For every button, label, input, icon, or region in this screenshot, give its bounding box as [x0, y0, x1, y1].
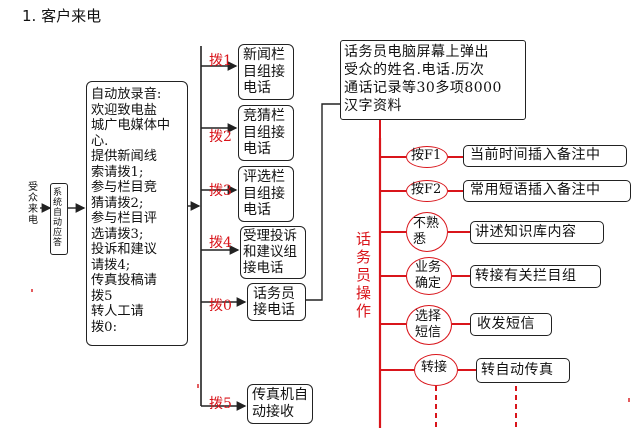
op-result-5: 收发短信 — [470, 313, 552, 336]
op-action-6-label: 转接 — [421, 360, 448, 375]
op-result-6: 转自动传真 — [476, 358, 570, 383]
op-result-1: 当前时间插入备注中 — [463, 145, 627, 167]
news-desk-label: 新闻栏 目组接 电话 — [243, 47, 285, 96]
op-result-4-label: 转接有关拦目组 — [475, 268, 577, 284]
op-result-1-label: 当前时间插入备注中 — [470, 147, 601, 163]
op-result-6-label: 转自动传真 — [481, 362, 554, 378]
op-result-3: 讲述知识库内容 — [470, 221, 604, 244]
vote-desk-label: 评选栏 目组接 电话 — [243, 169, 285, 218]
op-action-2: 按F2 — [406, 180, 448, 202]
op-action-5: 选择 短信 — [406, 305, 452, 345]
complaint-desk-box: 受理投诉 和建议组 接电话 — [240, 226, 306, 279]
fax-auto-receive-label: 传真机自 动接收 — [252, 387, 308, 420]
op-action-1-label: 按F1 — [411, 148, 442, 163]
screen-popup-text: 话务员电脑屏幕上弹出 受众的姓名.电话.历次 通话记录等30多项8000 汉字资… — [344, 44, 502, 114]
branch-key-5: 拨5 — [209, 396, 232, 412]
op-action-2-label: 按F2 — [411, 182, 442, 197]
complaint-desk-label: 受理投诉 和建议组 接电话 — [243, 228, 297, 276]
branch-key-3: 拨3 — [209, 183, 232, 199]
op-action-4-label: 业务 确定 — [415, 260, 442, 291]
op-result-2: 常用短语插入备注中 — [463, 180, 631, 202]
op-action-4: 业务 确定 — [406, 257, 452, 295]
operator-operation-label: 话 务 员 操 作 — [356, 230, 372, 320]
op-action-1: 按F1 — [406, 146, 448, 168]
system-auto-answer-label: 系统自动应答 — [53, 188, 63, 248]
op-result-3-label: 讲述知识库内容 — [475, 224, 577, 240]
branch-key-1: 拨1 — [209, 53, 232, 69]
system-auto-answer-box: 系统自动应答 — [50, 183, 68, 255]
branch-key-2: 拨2 — [209, 129, 232, 145]
fax-auto-receive-box: 传真机自 动接收 — [247, 384, 313, 424]
quiz-desk-box: 竞猜栏 目组接 电话 — [238, 105, 294, 161]
op-result-2-label: 常用短语插入备注中 — [470, 182, 601, 198]
ivr-recording-box: 自动放录音: 欢迎致电盐 城广电媒体中 心. 提供新闻线 索请拨1; 参与栏目竞… — [86, 81, 188, 346]
screen-popup-box: 话务员电脑屏幕上弹出 受众的姓名.电话.历次 通话记录等30多项8000 汉字资… — [340, 40, 526, 120]
op-action-5-label: 选择 短信 — [415, 309, 442, 340]
branch-key-0: 拨0 — [209, 298, 232, 314]
news-desk-box: 新闻栏 目组接 电话 — [238, 44, 294, 100]
op-result-4: 转接有关拦目组 — [470, 265, 601, 288]
caller-label: 受众来电 — [28, 182, 38, 226]
op-action-6: 转接 — [414, 354, 458, 386]
op-result-5-label: 收发短信 — [477, 316, 535, 332]
op-action-3: 不熟 悉 — [406, 212, 448, 252]
operator-answer-box: 话务员 接电话 — [247, 283, 306, 321]
op-action-3-label: 不熟 悉 — [413, 216, 440, 247]
vote-desk-box: 评选栏 目组接 电话 — [238, 166, 294, 222]
branch-key-4: 拨4 — [209, 235, 232, 251]
quiz-desk-label: 竞猜栏 目组接 电话 — [243, 108, 285, 157]
page-title: 1. 客户来电 — [22, 7, 102, 25]
operator-to-popup-connector — [306, 103, 340, 301]
ivr-recording-text: 自动放录音: 欢迎致电盐 城广电媒体中 心. 提供新闻线 索请拨1; 参与栏目竞… — [91, 87, 171, 335]
operator-answer-label: 话务员 接电话 — [253, 286, 295, 318]
